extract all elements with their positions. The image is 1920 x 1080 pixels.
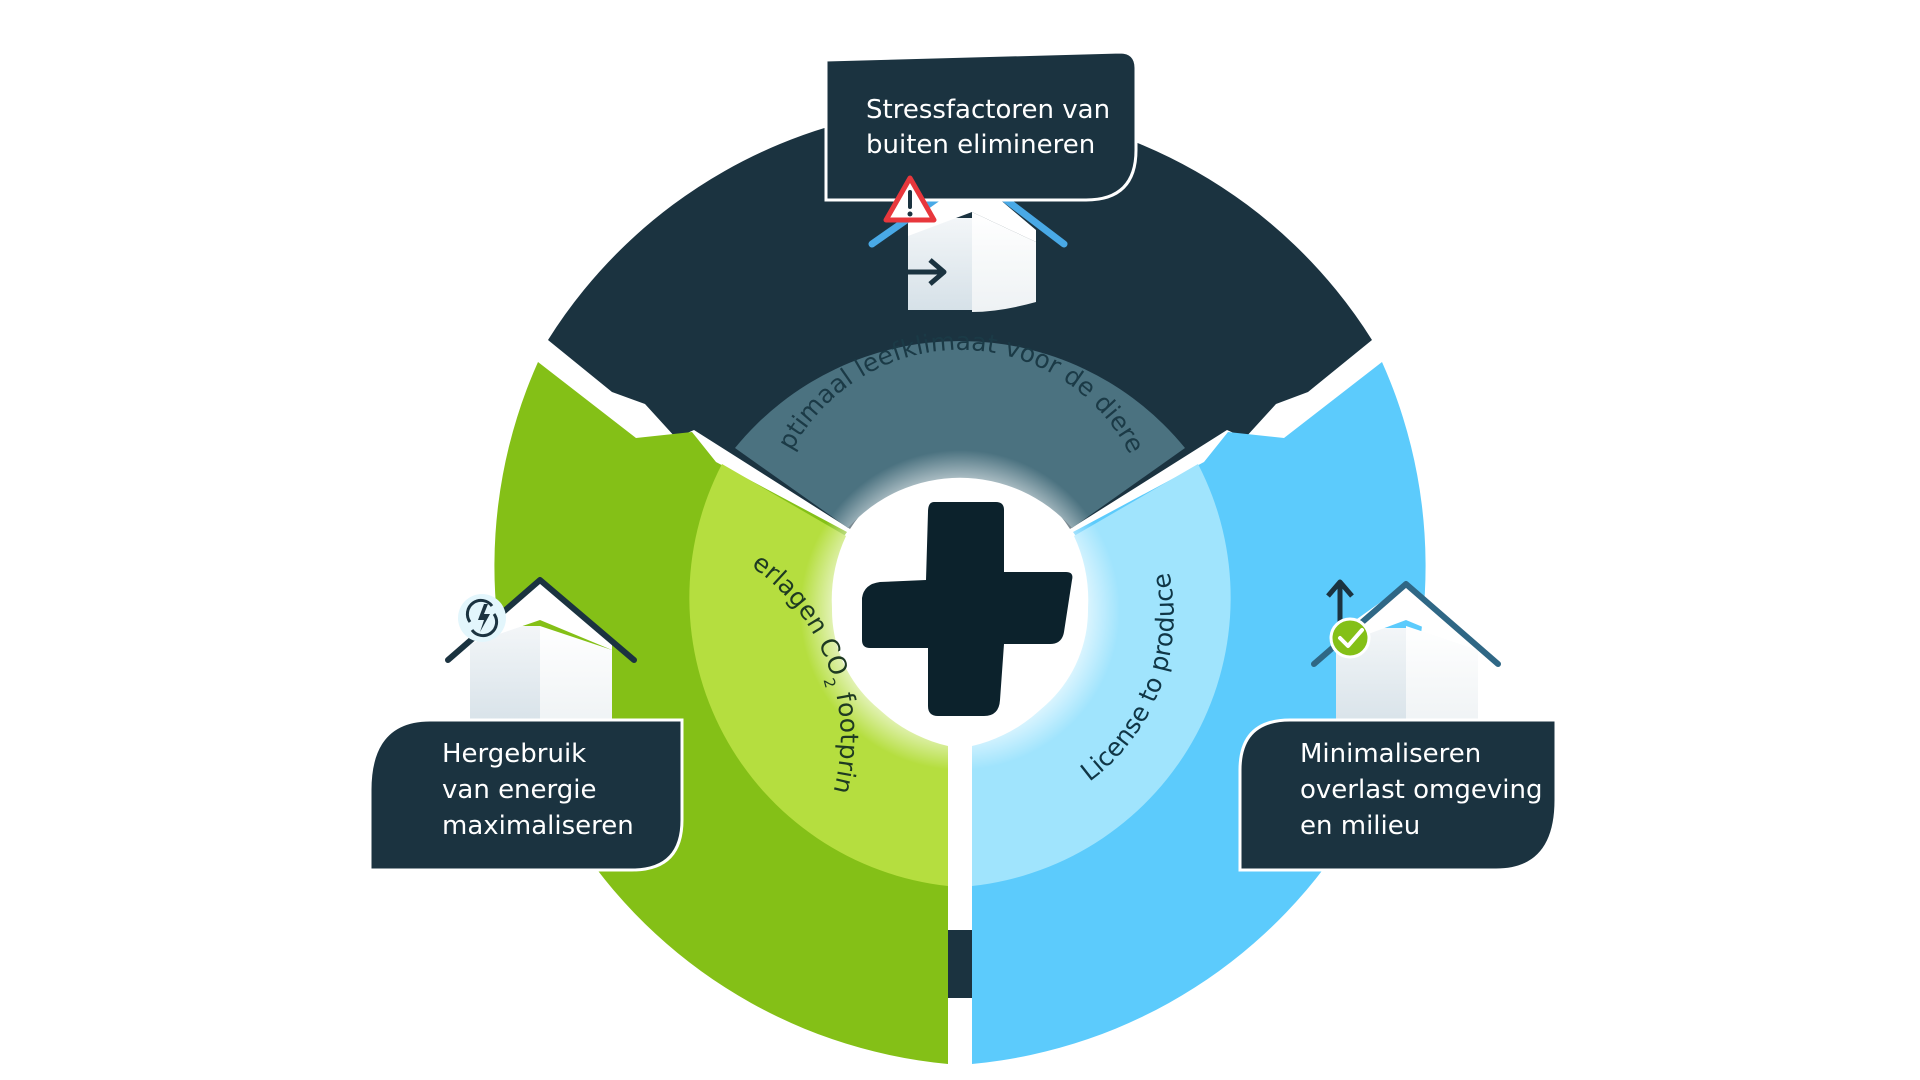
house-top — [868, 170, 1068, 312]
box-top: Stressfactoren van buiten elimineren — [824, 50, 1138, 202]
box-top-line-1: Stressfactoren van — [866, 95, 1110, 125]
arrow-right-icon — [896, 258, 947, 286]
house-right — [1311, 579, 1501, 732]
warning-icon — [883, 175, 937, 223]
box-top-line-2: buiten elimineren — [866, 130, 1095, 160]
checkmark-icon — [1329, 617, 1371, 659]
plus-icon — [862, 502, 1073, 716]
box-left: Hergebruik van energie maximaliseren — [368, 718, 684, 872]
box-left-line-3: maximaliseren — [442, 811, 634, 841]
segment-gap-notch — [948, 930, 972, 998]
energy-recycle-icon — [458, 594, 506, 642]
segment-top — [548, 106, 1372, 529]
inner-segment-top — [735, 340, 1185, 528]
box-left-line-2: van energie — [442, 775, 597, 805]
box-right-line-3: en milieu — [1300, 811, 1420, 841]
box-right-line-2: overlast omgeving — [1300, 775, 1542, 805]
box-right: Minimaliseren overlast omgeving en milie… — [1238, 718, 1558, 872]
house-left — [445, 577, 637, 730]
box-right-line-1: Minimaliseren — [1300, 739, 1481, 769]
box-left-line-1: Hergebruik — [442, 739, 586, 769]
